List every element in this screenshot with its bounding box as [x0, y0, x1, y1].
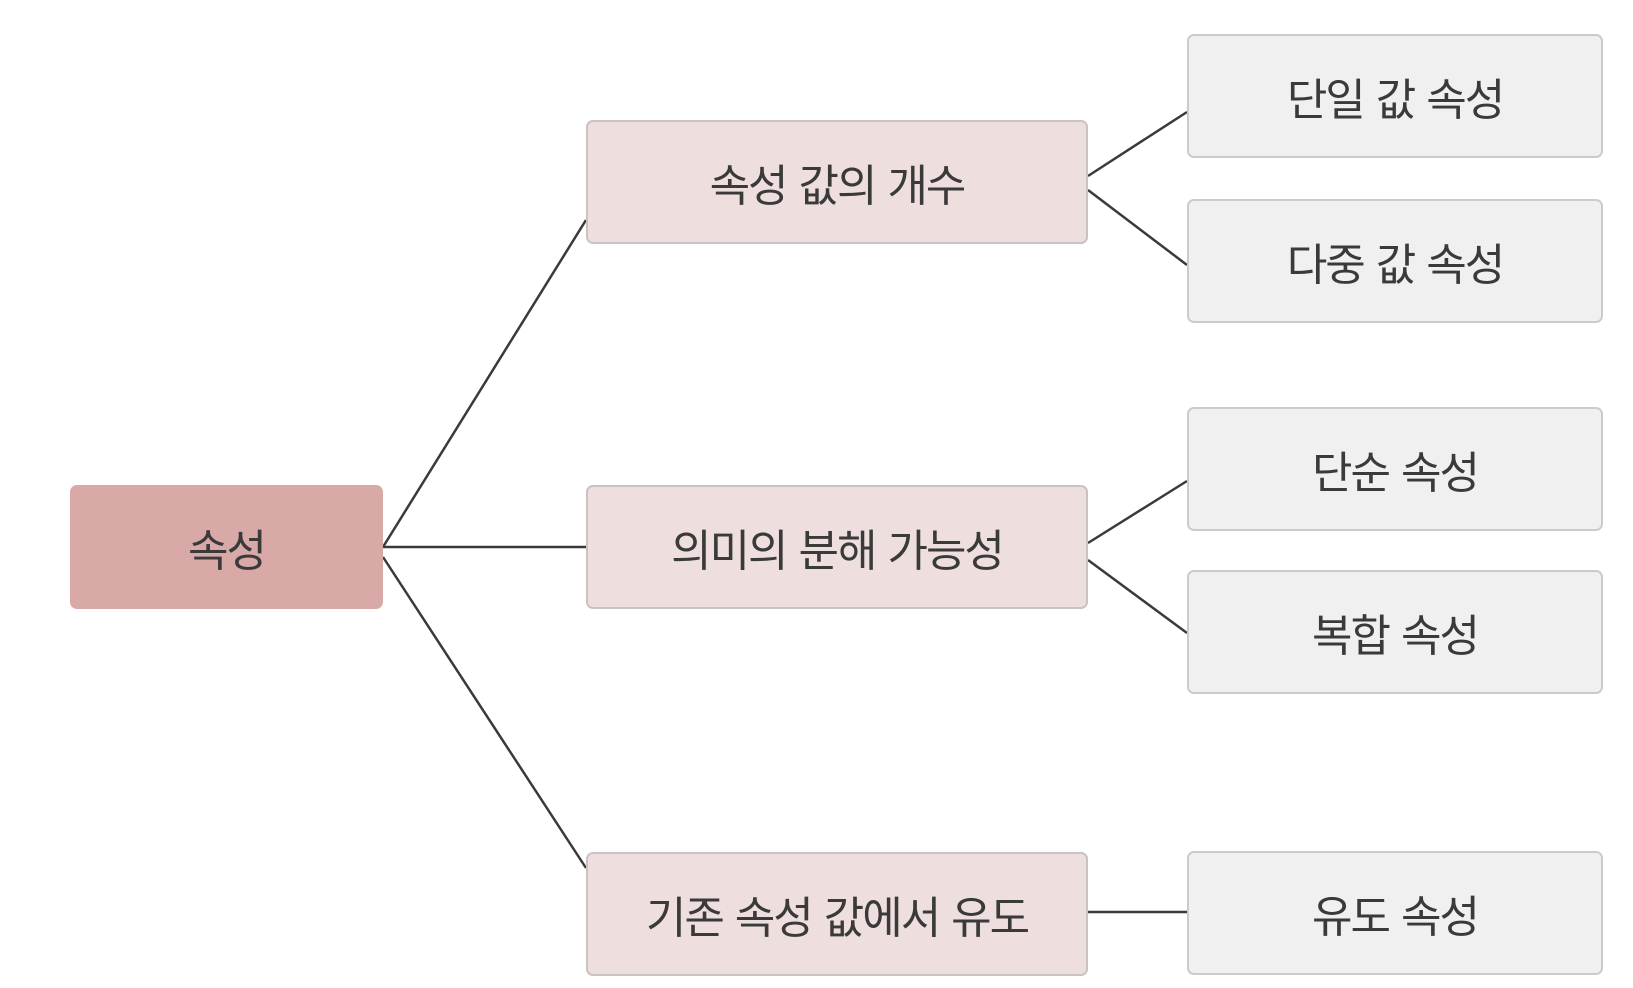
connector-root-to-branch-1: [381, 219, 588, 548]
connector-root-to-branch-3: [381, 556, 588, 869]
leaf-node-derived: 유도 속성: [1187, 851, 1603, 975]
leaf-node-label: 다중 값 속성: [1286, 240, 1505, 291]
connector-branch-2-to-leaf-4: [1087, 558, 1188, 635]
leaf-node-label: 복합 속성: [1312, 611, 1480, 662]
root-node-label: 속성: [188, 526, 267, 577]
leaf-node-simple: 단순 속성: [1187, 407, 1603, 531]
branch-node-label: 의미의 분해 가능성: [671, 526, 1005, 577]
leaf-node-label: 단일 값 속성: [1286, 75, 1505, 126]
branch-node-derivation: 기존 속성 값에서 유도: [586, 852, 1088, 976]
leaf-node-composite: 복합 속성: [1187, 570, 1603, 694]
connector-branch-1-to-leaf-2: [1087, 189, 1188, 266]
leaf-node-multi-valued: 다중 값 속성: [1187, 199, 1603, 323]
branch-node-label: 속성 값의 개수: [709, 161, 967, 212]
branch-node-value-count: 속성 값의 개수: [586, 120, 1088, 244]
root-node: 속성: [70, 485, 383, 609]
connector-branch-2-to-leaf-3: [1087, 479, 1188, 545]
leaf-node-single-valued: 단일 값 속성: [1187, 34, 1603, 158]
connector-branch-1-to-leaf-1: [1087, 110, 1188, 178]
leaf-node-label: 단순 속성: [1312, 448, 1480, 499]
leaf-node-label: 유도 속성: [1312, 892, 1480, 943]
branch-node-decomposability: 의미의 분해 가능성: [586, 485, 1088, 609]
branch-node-label: 기존 속성 값에서 유도: [645, 893, 1030, 944]
